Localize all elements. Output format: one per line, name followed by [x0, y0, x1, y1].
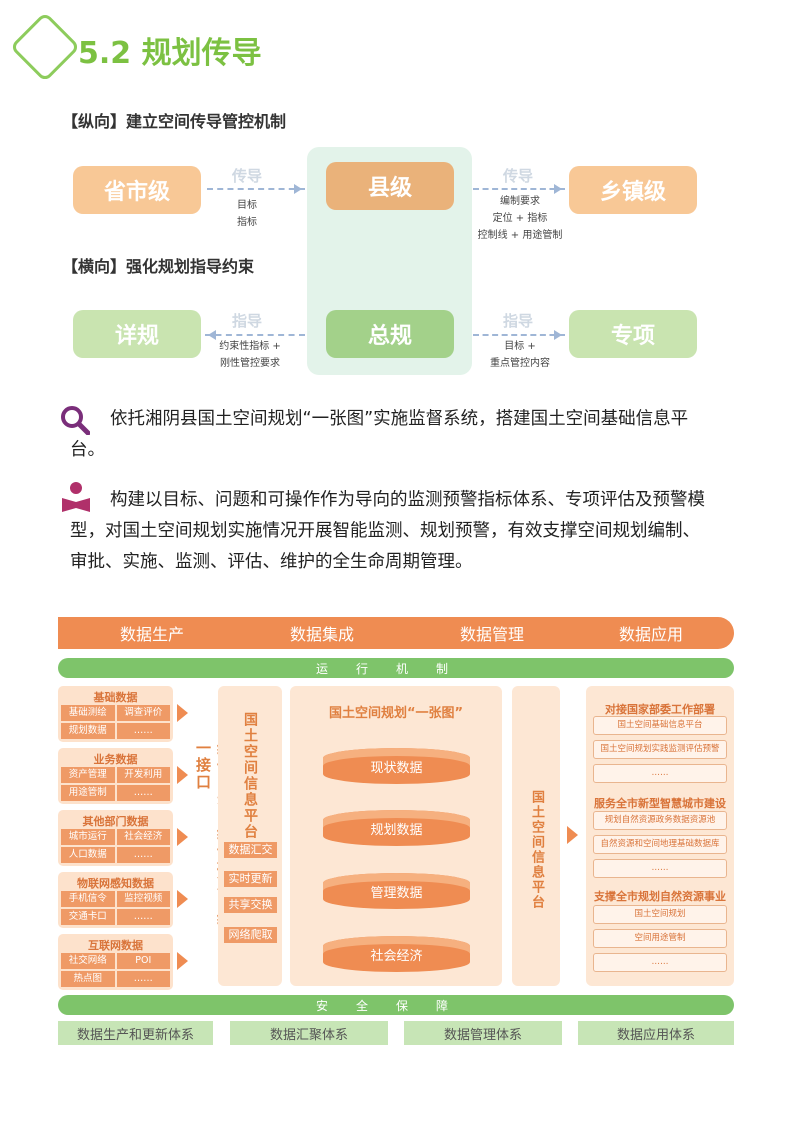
county-box: 县级	[326, 162, 454, 210]
pipeline-step: 数据集成	[228, 617, 416, 649]
data-group: 基础数据基础测绘调查评价规划数据……	[58, 686, 173, 742]
horizontal-heading: 【横向】强化规划指导约束	[62, 257, 255, 276]
pipeline-step: 数据应用	[568, 617, 734, 649]
data-cell: 热点图	[61, 971, 115, 987]
arrow-icon	[567, 826, 578, 844]
app-heading: 对接国家部委工作部署	[605, 703, 715, 716]
arrow-label: 传导	[231, 167, 262, 185]
data-cell: 监控视频	[116, 891, 170, 907]
app-item: ……	[593, 953, 727, 972]
app-item: ……	[593, 859, 727, 878]
platform-label-2: 国土空间信息平台	[529, 790, 544, 910]
system-box: 数据生产和更新体系	[58, 1021, 213, 1045]
vertical-heading: 【纵向】建立空间传导管控机制	[62, 112, 287, 131]
data-cell: 调查评价	[116, 705, 170, 721]
info-platform-panel-2	[512, 686, 560, 986]
data-cell: 城市运行	[61, 829, 115, 845]
data-cell: 人口数据	[61, 847, 115, 863]
data-cell: 用途管制	[61, 785, 115, 801]
data-cell: 规划数据	[61, 723, 115, 739]
arrow-icon	[177, 952, 188, 970]
data-cell: 开发利用	[116, 767, 170, 783]
data-group: 其他部门数据城市运行社会经济人口数据……	[58, 810, 173, 866]
arrow-right-icon	[473, 330, 565, 340]
app-item: 国土空间规划实践监测评估预警	[593, 740, 727, 759]
detail-box: 详规	[73, 310, 201, 358]
platform-tag: 网络爬取	[224, 927, 277, 943]
data-cell: 资产管理	[61, 767, 115, 783]
database-cylinder: 规划数据	[323, 810, 470, 846]
arrow-right-icon	[207, 184, 305, 194]
database-cylinder: 管理数据	[323, 873, 470, 909]
arrow-icon	[177, 828, 188, 846]
platform-tag: 数据汇交	[224, 842, 277, 858]
data-cell: ……	[116, 909, 170, 925]
data-cell: ……	[116, 785, 170, 801]
arrow-label: 指导	[231, 312, 262, 330]
platform-tag: 实时更新	[224, 871, 277, 887]
pipeline-step: 数据管理	[398, 617, 586, 649]
arrow-icon	[177, 766, 188, 784]
arrow-right-icon	[473, 184, 565, 194]
paragraph-2: 构建以目标、问题和可操作作为导向的监测预警指标体系、专项评估及预警模型，对国土空…	[70, 490, 705, 572]
pipeline-step: 数据生产	[58, 617, 246, 649]
system-box: 数据管理体系	[404, 1021, 562, 1045]
left-notes: 约束性指标 +刚性管控要求	[219, 341, 281, 369]
section-title: 5.2 规划传导	[78, 36, 262, 71]
province-box: 省市级	[73, 166, 201, 214]
security-bar: 安全保障	[58, 995, 734, 1015]
data-cell: 社交网络	[61, 953, 115, 969]
database-cylinder: 社会经济	[323, 936, 470, 972]
app-item: ……	[593, 764, 727, 783]
one-map-title: 国土空间规划“一张图”	[328, 706, 464, 721]
arrow-icon	[177, 704, 188, 722]
app-heading: 支撑全市规划自然资源事业	[594, 890, 726, 903]
master-box: 总规	[326, 310, 454, 358]
right-notes: 编制要求定位 + 指标控制线 + 用途管制	[477, 196, 563, 241]
data-group: 业务数据资产管理开发利用用途管制……	[58, 748, 173, 804]
system-box: 数据应用体系	[578, 1021, 734, 1045]
app-item: 空间用途管制	[593, 929, 727, 948]
database-cylinder: 现状数据	[323, 748, 470, 784]
system-box: 数据汇聚体系	[230, 1021, 388, 1045]
app-item: 自然资源和空间地理基础数据库	[593, 835, 727, 854]
town-box: 乡镇级	[569, 166, 697, 214]
platform-tag: 共享交换	[224, 897, 277, 913]
app-item: 国土空间基础信息平台	[593, 716, 727, 735]
title-diamond-icon	[9, 11, 81, 83]
special-box: 专项	[569, 310, 697, 358]
data-cell: 基础测绘	[61, 705, 115, 721]
data-cell: ……	[116, 723, 170, 739]
data-cell: 手机信令	[61, 891, 115, 907]
app-item: 国土空间规划	[593, 905, 727, 924]
platform-label: 国土空间信息平台	[242, 712, 258, 840]
paragraph-1: 依托湘阴县国土空间规划“一张图”实施监督系统，搭建国土空间基础信息平台。	[70, 409, 689, 460]
arrow-icon	[177, 890, 188, 908]
arrow-label: 传导	[502, 167, 533, 185]
app-heading: 服务全市新型智慧城市建设	[594, 797, 726, 810]
data-group: 物联网感知数据手机信令监控视频交通卡口……	[58, 872, 173, 928]
data-cell: ……	[116, 971, 170, 987]
reader-icon	[60, 480, 92, 514]
right-notes: 目标 +重点管控内容	[490, 341, 550, 369]
left-notes: 目标指标	[237, 200, 257, 228]
data-cell: POI	[116, 953, 170, 969]
data-cell: 社会经济	[116, 829, 170, 845]
arrow-label: 指导	[502, 312, 533, 330]
search-icon	[60, 405, 91, 436]
mechanism-bar: 运行机制	[58, 658, 734, 678]
data-cell: ……	[116, 847, 170, 863]
app-item: 规划自然资源政务数据资源池	[593, 811, 727, 830]
arrow-left-icon	[205, 330, 305, 340]
data-cell: 交通卡口	[61, 909, 115, 925]
